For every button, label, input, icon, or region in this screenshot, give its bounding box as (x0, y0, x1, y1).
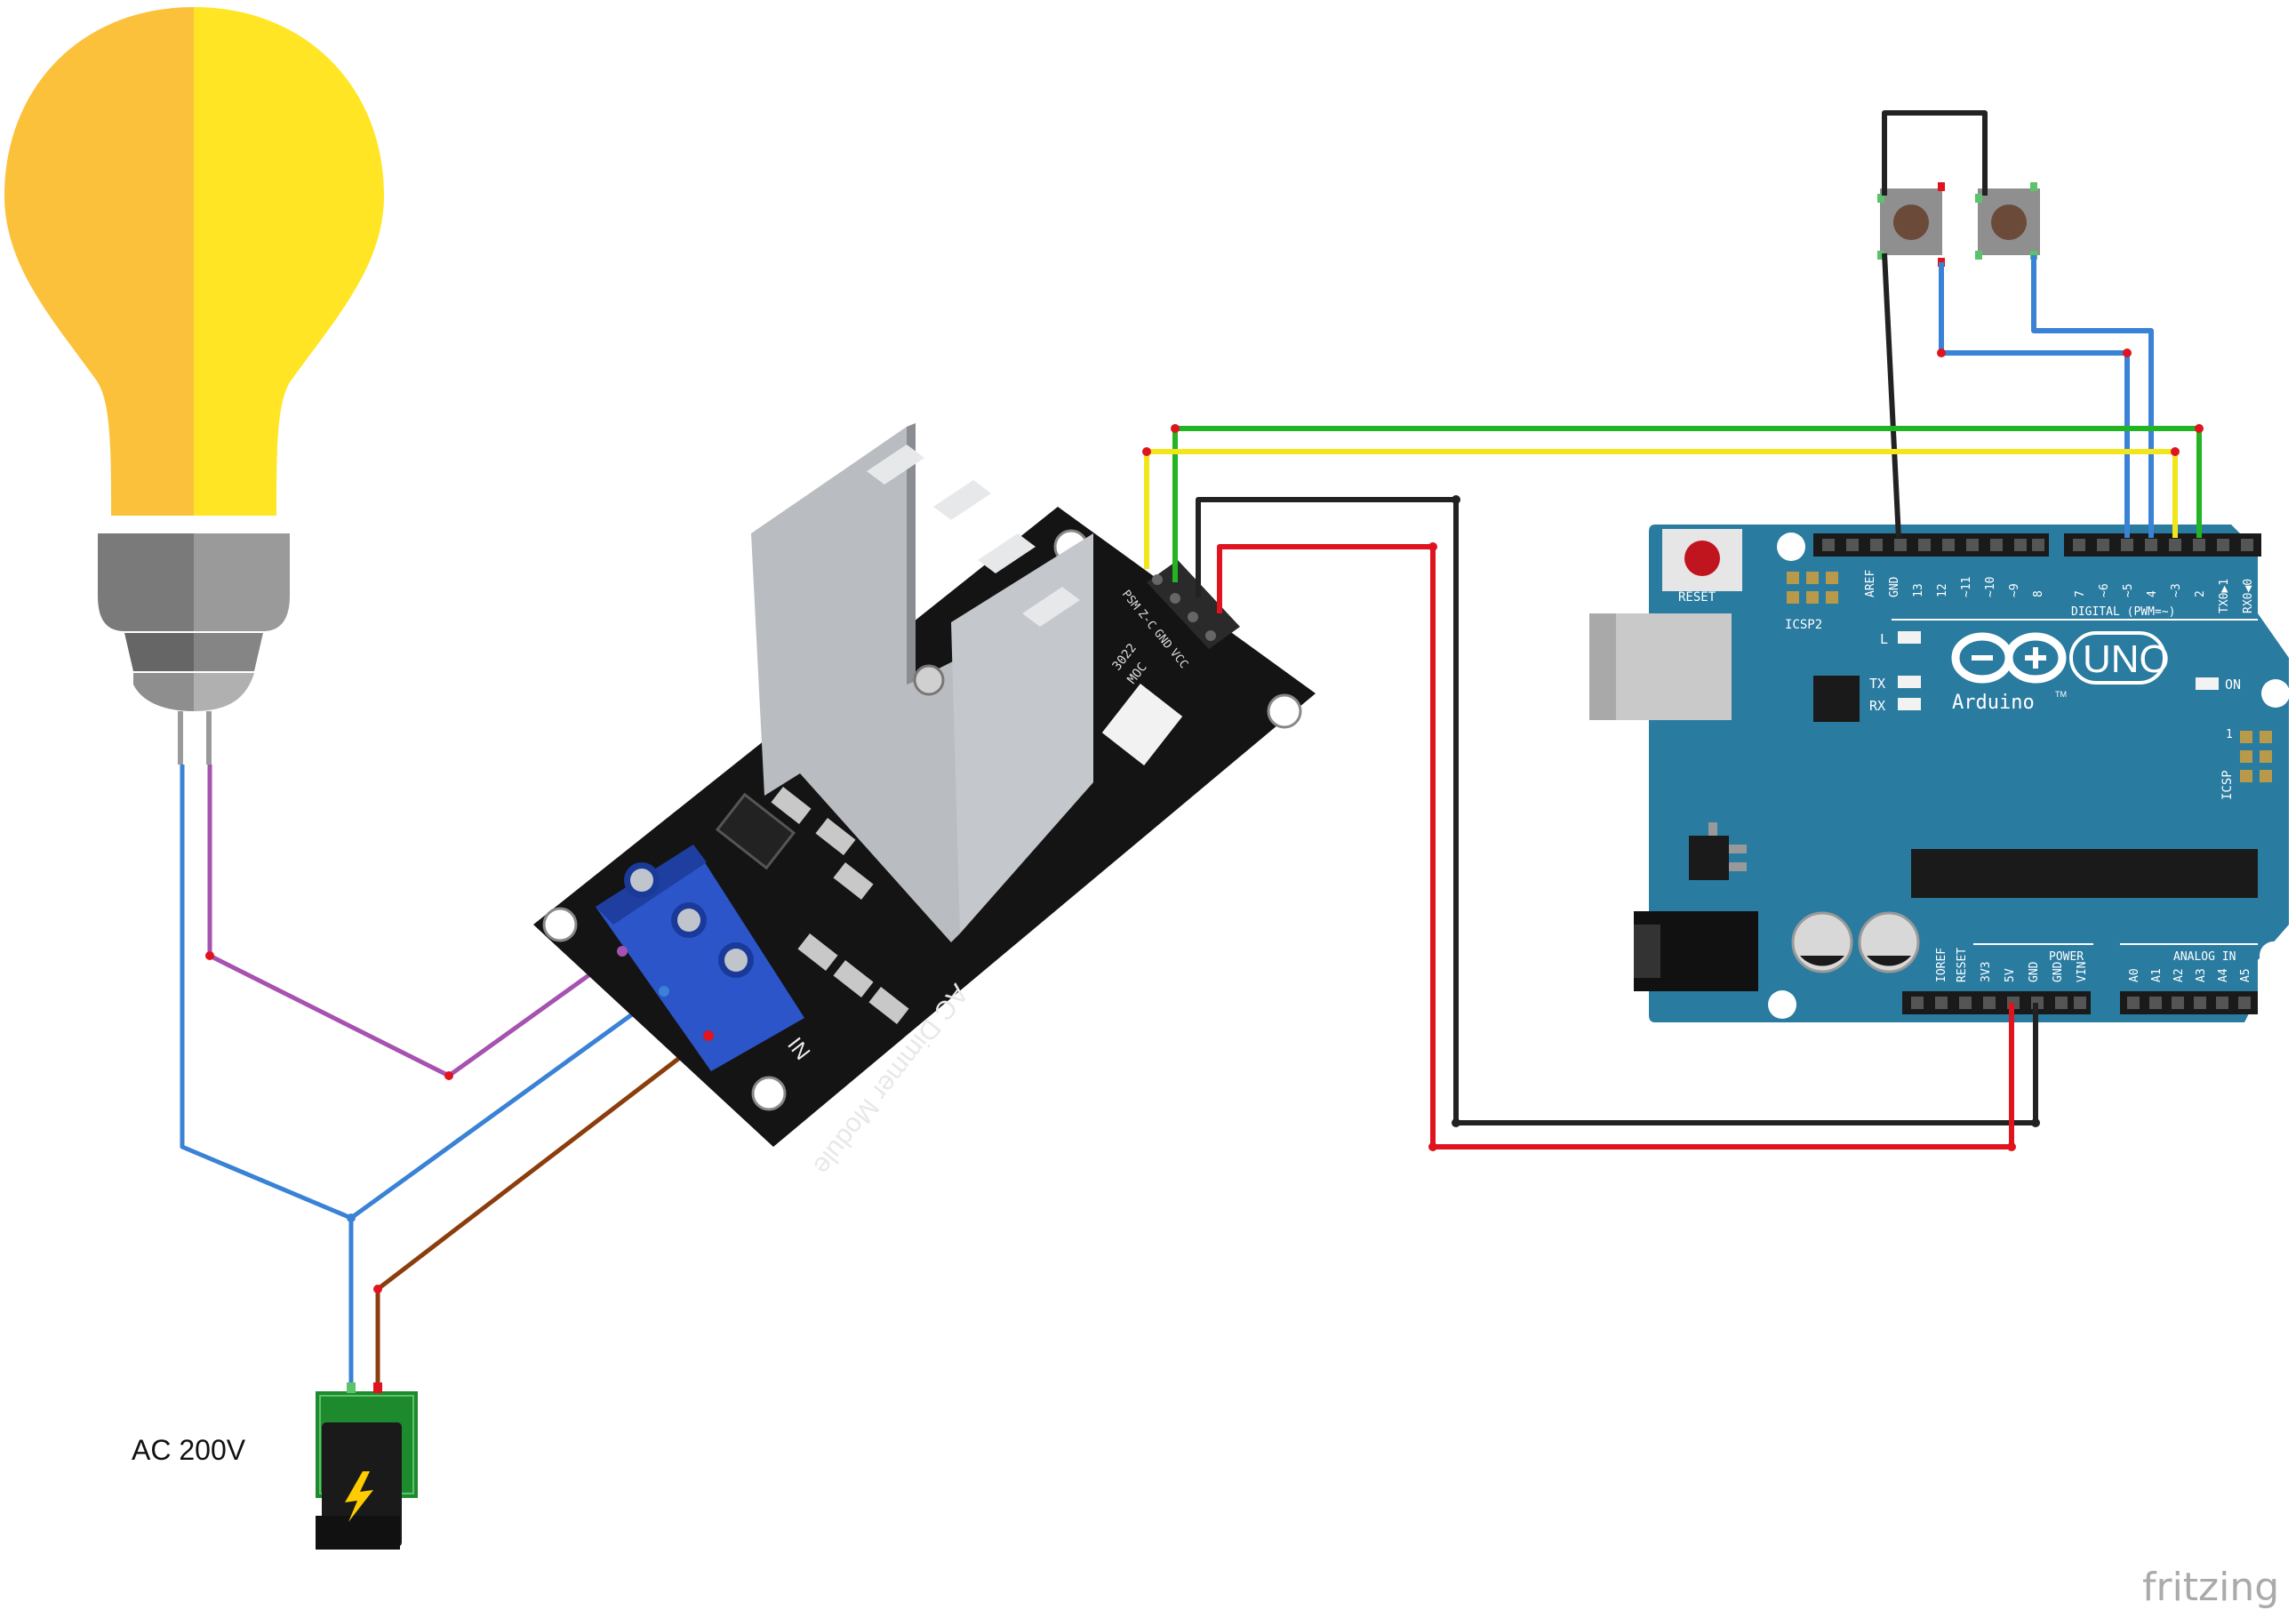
ac-dimmer-module: 3022 MOC PSM Z-C GND VCC AC Dimmer Modul… (533, 423, 1316, 1180)
arduino-icsp-pin1: 1 (2226, 728, 2233, 741)
bulb-purple-wire (207, 765, 624, 1078)
digital-pin-label: 7 (2074, 590, 2087, 597)
power-pin-label: VIN (2076, 962, 2089, 982)
arduino-brand: Arduino (1952, 692, 2035, 714)
button-gnd-wire (1882, 252, 1901, 539)
power-pin-label: RESET (1956, 948, 1969, 982)
dimmer-terminal-block (596, 845, 804, 1071)
digital-pin-label: AREF (1864, 570, 1877, 597)
analog-pin-label: A1 (2150, 968, 2164, 982)
analog-pin-label: A3 (2195, 968, 2208, 982)
power-pin-label: GND (2052, 961, 2065, 982)
digital-pin-label: 13 (1912, 583, 1925, 597)
digital-pin-label: ~6 (2098, 583, 2111, 597)
light-bulb (4, 7, 384, 765)
arduino-tm: TM (2055, 690, 2067, 699)
led-label-l: L (1880, 631, 1888, 647)
digital-pin-label: ~9 (2008, 583, 2021, 597)
ac-power-jack (316, 1382, 418, 1550)
digital-pin-label: 2 (2194, 590, 2207, 597)
digital-pin-label: ~5 (2122, 583, 2135, 597)
brown-wire (375, 1034, 710, 1387)
bulb-blue-wire (180, 765, 352, 1221)
power-pin-label: 5V (2004, 968, 2017, 982)
arduino-icsp2-label: ICSP2 (1785, 618, 1822, 632)
arduino-uno: RESET ICSP2 AREF GND 13 12 ~11 ~10 ~9 8 … (1589, 525, 2290, 1022)
arduino-logo (1951, 632, 2067, 684)
arduino-analog-label: ANALOG IN (2173, 950, 2236, 964)
analog-pin-label: A5 (2239, 968, 2252, 982)
fritzing-watermark: fritzing (2142, 1565, 2279, 1610)
gnd-black-wire (1196, 497, 2038, 1125)
push-button-1 (1877, 182, 1945, 267)
digital-pin-label: TX0▶1 (2218, 579, 2231, 613)
power-pin-label: 3V3 (1980, 962, 1993, 982)
digital-pin-label: ~3 (2170, 583, 2183, 597)
digital-pin-label: 12 (1936, 583, 1949, 597)
digital-pin-label: ~11 (1960, 577, 1973, 597)
push-button-2 (1975, 182, 2040, 260)
digital-pin-label: GND (1888, 576, 1901, 597)
wire-end-caps (205, 348, 2204, 1294)
analog-pin-label: A0 (2128, 968, 2141, 982)
led-label-rx: RX (1869, 698, 1885, 714)
digital-pin-label: ~10 (1984, 577, 1997, 597)
analog-pin-label: A4 (2217, 968, 2230, 982)
dc-wiring (1144, 110, 2202, 1149)
vcc-red-wire (1217, 544, 2014, 1149)
digital-pin-label: 4 (2146, 590, 2159, 597)
power-pin-label: IOREF (1935, 948, 1948, 982)
button1-signal-wire (1939, 262, 2130, 538)
button2-signal-wire (2031, 255, 2154, 538)
psm-green-wire (1172, 426, 2202, 582)
led-label-tx: TX (1869, 676, 1885, 692)
led-label-on: ON (2225, 677, 2241, 693)
analog-pin-label: A2 (2172, 968, 2186, 982)
ac-source-label: AC 200V (132, 1434, 246, 1466)
power-pin-label: GND (2028, 961, 2041, 982)
arduino-icsp-label: ICSP (2220, 770, 2235, 800)
digital-pin-label: RX0◀0 (2242, 579, 2255, 613)
arduino-reset-label: RESET (1678, 590, 1716, 605)
digital-pin-label: 8 (2032, 590, 2045, 597)
arduino-model: UNO (2083, 637, 2170, 681)
zc-yellow-wire (1144, 449, 2178, 569)
button-gnd-jumper (1882, 110, 1988, 196)
arduino-power-label: POWER (2049, 950, 2084, 964)
arduino-digital-label: DIGITAL (PWM=~) (2071, 605, 2175, 619)
